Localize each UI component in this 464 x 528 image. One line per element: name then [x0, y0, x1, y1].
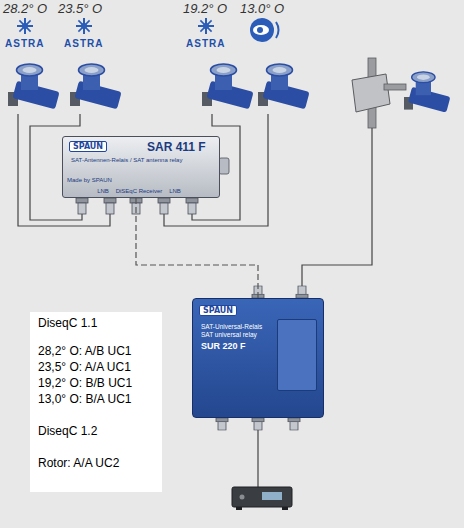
orbit-position: 19.2° O — [183, 1, 227, 16]
node-text: DiSEqC Receiver — [116, 188, 163, 194]
node-text: 19,2° O: B/B UC1 — [38, 376, 132, 390]
brand-logo: SPAUN — [69, 141, 107, 152]
node-text: SAT-Universal-Relais — [201, 323, 262, 330]
orbit-position: 28.2° O — [3, 1, 47, 16]
orbit-position: 13.0° O — [240, 1, 284, 16]
node-text: SAT-Antennen-Relais / SAT antenna relay — [71, 157, 182, 163]
settings-note: DiseqC 1.1 28,2° O: A/B UC1 23,5° O: A/A U… — [30, 312, 162, 492]
node-text: 13,0° O: B/A UC1 — [38, 392, 132, 406]
universal-relay: SPAUN SAT-Universal-RelaisSAT universal r… — [192, 298, 324, 418]
orbit-position: 23.5° O — [58, 1, 102, 16]
node-text: DiseqC 1.1 — [38, 316, 97, 330]
node-text: DiseqC 1.2 — [38, 424, 97, 438]
logo-text: ASTRA — [186, 38, 225, 49]
node-text: LNB — [97, 188, 109, 194]
node-text: SAT universal relay — [201, 331, 257, 338]
node-text: SUR 220 F — [201, 341, 246, 351]
node-text: Made by SPAUN — [67, 177, 112, 183]
logo-text: ASTRA — [5, 38, 44, 49]
node-text: LNB — [169, 188, 181, 194]
node-text: 23,5° O: A/A UC1 — [38, 360, 131, 374]
brand-logo: SPAUN — [199, 305, 237, 316]
node-text: Rotor: A/A UC2 — [38, 456, 119, 470]
spec-panel — [277, 319, 317, 391]
coax-cable — [136, 198, 258, 298]
node-text: SAR 411 F — [147, 140, 206, 154]
node-text: 28,2° O: A/B UC1 — [38, 344, 132, 358]
logo-text: ASTRA — [64, 38, 103, 49]
antenna-relay: SPAUN SAR 411 F SAT-Antennen-Relais / SAT … — [62, 136, 220, 198]
